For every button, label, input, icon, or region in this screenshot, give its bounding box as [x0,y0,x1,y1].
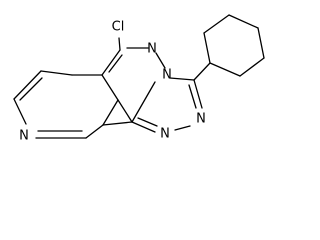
bond [108,54,123,73]
bond [13,70,42,100]
bond [137,117,158,127]
bond-to-chlorine [118,37,121,51]
nitrogen-label: N [147,42,157,57]
bond-to-cyclohexyl [193,62,211,81]
chlorine-label: Cl [112,20,125,35]
bond [188,84,197,109]
bond [102,99,119,126]
bond [174,125,191,131]
bond [193,79,203,109]
bond [40,70,73,76]
bond [228,14,259,29]
pyridazine-ring [101,47,166,126]
bond [117,99,133,123]
nitrogen-label: N [160,127,170,142]
bond [155,52,166,69]
bond [209,62,241,77]
molecule-structure: Cl N N N N N [13,14,265,144]
bond [239,57,265,77]
bond [101,74,119,101]
bond [131,81,156,123]
bond [102,121,133,126]
bond [257,27,265,59]
bond [203,32,211,64]
bond [131,121,156,133]
triazole-ring [131,77,203,133]
nitrogen-label: N [19,129,29,144]
nitrogen-label: N [162,68,172,83]
bond [85,124,104,139]
bond [203,14,230,34]
pyridine-ring [13,70,119,139]
bond [169,77,195,81]
bond [19,77,43,101]
nitrogen-label: N [196,112,206,127]
bond [101,49,121,76]
bond [13,98,27,125]
cyclohexyl-ring [203,14,265,77]
